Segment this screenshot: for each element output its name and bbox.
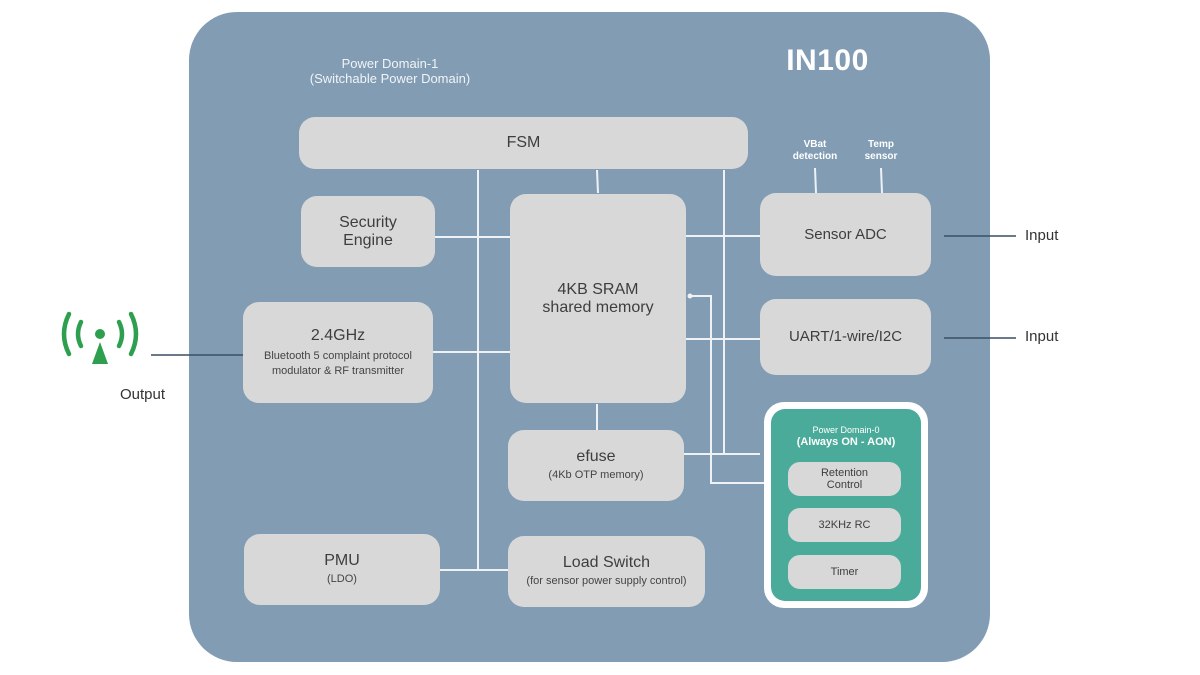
efuse-title: efuse xyxy=(576,448,616,465)
load-switch-block: Load Switch (for sensor power supply con… xyxy=(508,536,705,607)
security-engine-line2: Engine xyxy=(343,231,393,249)
security-engine-block: Security Engine xyxy=(301,196,435,267)
efuse-sub: (4Kb OTP memory) xyxy=(548,469,644,481)
retention-control-line2: Control xyxy=(826,479,863,491)
temp-line2: sensor xyxy=(864,151,898,162)
timer-block: Timer xyxy=(788,555,901,589)
uart-label: UART/1-wire/I2C xyxy=(788,328,903,345)
sensor-adc-block: Sensor ADC xyxy=(760,193,931,276)
vbat-line1: VBat xyxy=(803,139,827,150)
sensor-adc-label: Sensor ADC xyxy=(804,225,887,243)
rc-oscillator-label: 32KHz RC xyxy=(818,519,871,531)
security-engine-line1: Security xyxy=(339,213,397,231)
power-domain-0-title-line1: Power Domain-0 xyxy=(812,425,880,435)
power-domain-1-title-line1: Power Domain-1 xyxy=(341,56,439,71)
retention-control-block: Retention Control xyxy=(788,462,901,496)
temp-sensor-label: Temp sensor xyxy=(851,139,911,163)
pmu-sub: (LDO) xyxy=(327,573,357,585)
rf-title: 2.4GHz xyxy=(310,326,366,344)
fsm-label: FSM xyxy=(506,134,541,151)
sram-block: 4KB SRAM shared memory xyxy=(510,194,686,403)
load-switch-sub: (for sensor power supply control) xyxy=(526,575,687,587)
uart-block: UART/1-wire/I2C xyxy=(760,299,931,375)
chip-name: IN100 xyxy=(786,44,869,77)
fsm-block: FSM xyxy=(299,117,748,169)
input-uart-label: Input xyxy=(1025,328,1059,345)
rf-transmitter-block: 2.4GHz Bluetooth 5 complaint protocol mo… xyxy=(243,302,433,403)
rf-line2: modulator & RF transmitter xyxy=(271,364,405,377)
power-domain-0-title: Power Domain-0 (Always ON - AON) xyxy=(771,424,921,448)
timer-label: Timer xyxy=(830,566,859,578)
load-switch-title: Load Switch xyxy=(562,554,651,571)
retention-control-line1: Retention xyxy=(820,467,869,479)
sram-line2: shared memory xyxy=(542,298,654,316)
pmu-block: PMU (LDO) xyxy=(244,534,440,605)
power-domain-1-title-line2: (Switchable Power Domain) xyxy=(309,71,471,86)
vbat-detection-label: VBat detection xyxy=(785,139,845,163)
pmu-title: PMU xyxy=(324,552,360,569)
output-label: Output xyxy=(120,386,166,403)
temp-line1: Temp xyxy=(868,139,894,150)
power-domain-1-title: Power Domain-1 (Switchable Power Domain) xyxy=(290,56,490,86)
rf-line1: Bluetooth 5 complaint protocol xyxy=(264,349,412,362)
vbat-line2: detection xyxy=(792,151,838,162)
input-adc-label: Input xyxy=(1025,227,1059,244)
sram-line1: 4KB SRAM xyxy=(557,280,639,298)
wireless-antenna-icon xyxy=(61,311,139,364)
rc-oscillator-block: 32KHz RC xyxy=(788,508,901,542)
efuse-block: efuse (4Kb OTP memory) xyxy=(508,430,684,501)
power-domain-0-title-line2: (Always ON - AON) xyxy=(796,436,896,448)
